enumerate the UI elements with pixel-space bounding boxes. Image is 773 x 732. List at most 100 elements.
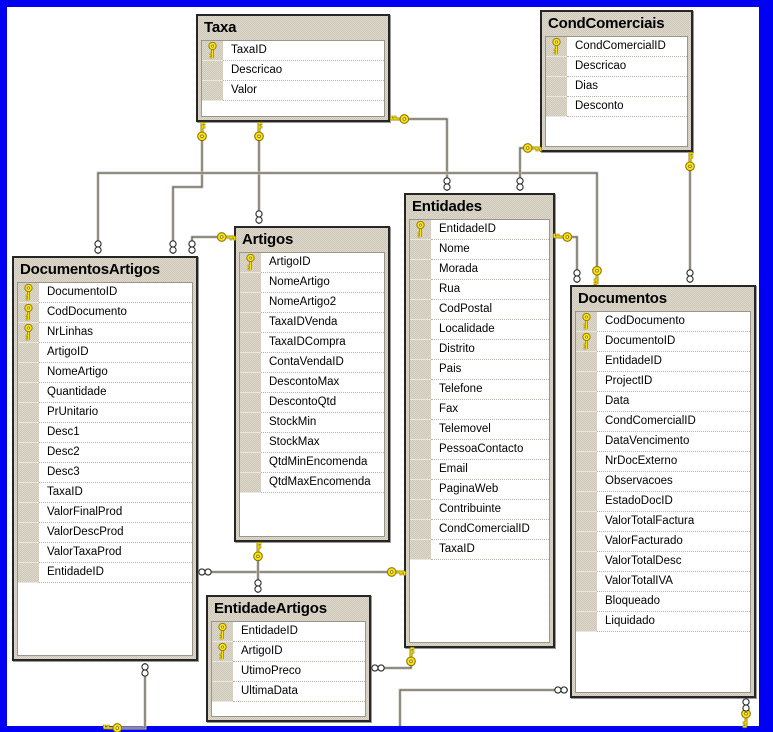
- row-selector[interactable]: [410, 320, 431, 340]
- row-selector[interactable]: [410, 380, 431, 400]
- row-selector[interactable]: [18, 323, 39, 343]
- table-title[interactable]: Artigos: [242, 231, 294, 248]
- row-selector[interactable]: [202, 41, 223, 61]
- row-selector[interactable]: [240, 393, 261, 413]
- row-selector[interactable]: [240, 273, 261, 293]
- row-selector[interactable]: [576, 332, 597, 352]
- table-row[interactable]: CondComercialID: [546, 37, 687, 57]
- row-selector[interactable]: [576, 492, 597, 512]
- row-selector[interactable]: [18, 483, 39, 503]
- table-row[interactable]: ArtigoID: [240, 253, 384, 273]
- row-selector[interactable]: [576, 392, 597, 412]
- table-row[interactable]: Observacoes: [576, 472, 750, 492]
- row-selector[interactable]: [576, 552, 597, 572]
- row-selector[interactable]: [410, 240, 431, 260]
- row-selector[interactable]: [410, 400, 431, 420]
- row-selector[interactable]: [410, 300, 431, 320]
- row-selector[interactable]: [212, 682, 233, 702]
- row-selector[interactable]: [240, 293, 261, 313]
- row-selector[interactable]: [18, 403, 39, 423]
- table-row[interactable]: Desc2: [18, 443, 192, 463]
- row-selector[interactable]: [18, 503, 39, 523]
- table-row[interactable]: PrUnitario: [18, 403, 192, 423]
- row-selector[interactable]: [576, 612, 597, 632]
- table-row[interactable]: TaxaIDVenda: [240, 313, 384, 333]
- table-row[interactable]: TaxaID: [18, 483, 192, 503]
- table-row[interactable]: TaxaIDCompra: [240, 333, 384, 353]
- table-row[interactable]: CodDocumento: [18, 303, 192, 323]
- row-selector[interactable]: [576, 432, 597, 452]
- table-title[interactable]: Entidades: [412, 198, 482, 215]
- row-selector[interactable]: [546, 37, 567, 57]
- table-row[interactable]: Quantidade: [18, 383, 192, 403]
- table-row[interactable]: EntidadeID: [576, 352, 750, 372]
- table-row[interactable]: QtdMaxEncomenda: [240, 473, 384, 493]
- row-selector[interactable]: [18, 563, 39, 583]
- table-row[interactable]: Liquidado: [576, 612, 750, 632]
- table-row[interactable]: ValorFacturado: [576, 532, 750, 552]
- row-selector[interactable]: [410, 420, 431, 440]
- table-row[interactable]: CodDocumento: [576, 312, 750, 332]
- table-row[interactable]: NomeArtigo2: [240, 293, 384, 313]
- table-row[interactable]: DataVencimento: [576, 432, 750, 452]
- table-row[interactable]: UltimaData: [212, 682, 365, 702]
- row-selector[interactable]: [18, 523, 39, 543]
- table-row[interactable]: Descricao: [546, 57, 687, 77]
- table-row[interactable]: EntidadeID: [212, 622, 365, 642]
- table-row[interactable]: ArtigoID: [212, 642, 365, 662]
- row-selector[interactable]: [240, 473, 261, 493]
- table-row[interactable]: UtimoPreco: [212, 662, 365, 682]
- table-row[interactable]: QtdMinEncomenda: [240, 453, 384, 473]
- table-row[interactable]: NrLinhas: [18, 323, 192, 343]
- table-row[interactable]: DocumentoID: [576, 332, 750, 352]
- table-row[interactable]: CondComercialID: [410, 520, 549, 540]
- row-selector[interactable]: [240, 353, 261, 373]
- row-selector[interactable]: [202, 61, 223, 81]
- table-row[interactable]: ValorFinalProd: [18, 503, 192, 523]
- table-row[interactable]: Distrito: [410, 340, 549, 360]
- row-selector[interactable]: [410, 360, 431, 380]
- row-selector[interactable]: [240, 413, 261, 433]
- row-selector[interactable]: [18, 343, 39, 363]
- table-title[interactable]: EntidadeArtigos: [214, 600, 327, 617]
- row-selector[interactable]: [18, 283, 39, 303]
- row-selector[interactable]: [410, 220, 431, 240]
- table-row[interactable]: StockMax: [240, 433, 384, 453]
- table-row[interactable]: Email: [410, 460, 549, 480]
- table-row[interactable]: Nome: [410, 240, 549, 260]
- table-row[interactable]: Contribuinte: [410, 500, 549, 520]
- table-row[interactable]: Telemovel: [410, 420, 549, 440]
- table-row[interactable]: EntidadeID: [410, 220, 549, 240]
- row-selector[interactable]: [410, 340, 431, 360]
- row-selector[interactable]: [576, 312, 597, 332]
- table-row[interactable]: Telefone: [410, 380, 549, 400]
- row-selector[interactable]: [18, 363, 39, 383]
- table-row[interactable]: TaxaID: [410, 540, 549, 560]
- table-row[interactable]: Dias: [546, 77, 687, 97]
- table-row[interactable]: ValorDescProd: [18, 523, 192, 543]
- row-selector[interactable]: [240, 373, 261, 393]
- table-row[interactable]: Data: [576, 392, 750, 412]
- table-row[interactable]: ArtigoID: [18, 343, 192, 363]
- row-selector[interactable]: [18, 303, 39, 323]
- table-row[interactable]: DescontoMax: [240, 373, 384, 393]
- row-selector[interactable]: [202, 81, 223, 101]
- row-selector[interactable]: [18, 543, 39, 563]
- row-selector[interactable]: [18, 383, 39, 403]
- table-row[interactable]: Morada: [410, 260, 549, 280]
- table-row[interactable]: NomeArtigo: [240, 273, 384, 293]
- row-selector[interactable]: [576, 452, 597, 472]
- table-row[interactable]: DescontoQtd: [240, 393, 384, 413]
- row-selector[interactable]: [240, 453, 261, 473]
- row-selector[interactable]: [240, 313, 261, 333]
- table-row[interactable]: ValorTotalIVA: [576, 572, 750, 592]
- row-selector[interactable]: [410, 460, 431, 480]
- table-title[interactable]: CondComerciais: [548, 15, 665, 32]
- row-selector[interactable]: [576, 572, 597, 592]
- table-row[interactable]: Desc1: [18, 423, 192, 443]
- row-selector[interactable]: [576, 352, 597, 372]
